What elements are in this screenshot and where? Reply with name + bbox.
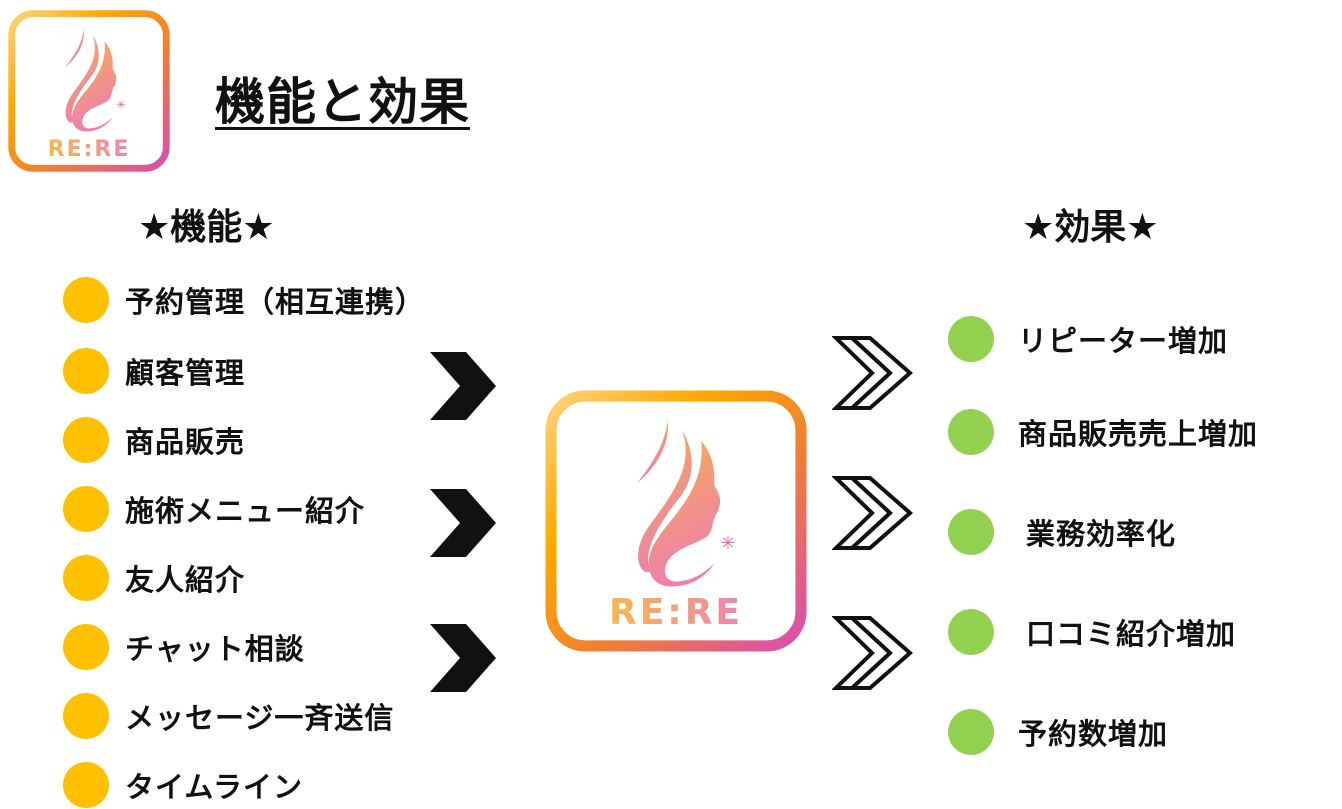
double-chevron-right-icon (832, 616, 914, 690)
effect-item: 予約数増加 (948, 708, 1168, 756)
chevron-right-icon (430, 489, 496, 557)
effect-label: リピーター増加 (1018, 324, 1229, 358)
chevron-right-icon (430, 352, 496, 420)
feature-label: 友人紹介 (125, 563, 246, 597)
effect-label: 業務効率化 (1026, 517, 1177, 551)
feature-item: 友人紹介 (63, 554, 245, 602)
bullet-dot (948, 509, 994, 555)
bullet-dot (63, 277, 109, 323)
effect-label: 口コミ紹介増加 (1026, 617, 1237, 651)
features-heading: ★機能★ (138, 207, 275, 248)
bullet-dot (63, 417, 109, 463)
feature-label: チャット相談 (125, 632, 305, 666)
bullet-dot (948, 409, 994, 455)
feature-item: タイムライン (63, 761, 303, 809)
feature-item: 施術メニュー紹介 (63, 485, 365, 533)
effect-item: 業務効率化 (948, 508, 1176, 556)
feature-label: 顧客管理 (125, 356, 246, 390)
bullet-dot (948, 609, 994, 655)
bullet-dot (63, 486, 109, 532)
bullet-dot (948, 709, 994, 755)
bullet-dot (63, 762, 109, 808)
bullet-dot (63, 555, 109, 601)
feature-item: チャット相談 (63, 623, 305, 671)
feature-label: タイムライン (125, 770, 303, 804)
effect-label: 予約数増加 (1018, 717, 1169, 751)
effect-item: リピーター増加 (948, 315, 1228, 363)
svg-text:RE:RE: RE:RE (609, 592, 743, 633)
feature-label: 施術メニュー紹介 (125, 494, 366, 528)
app-logo-top: RE:RE (8, 10, 170, 172)
app-logo-center: RE:RE (545, 390, 807, 652)
feature-item: 顧客管理 (63, 347, 245, 395)
feature-label: 予約管理（相互連携） (125, 285, 426, 319)
bullet-dot (63, 693, 109, 739)
bullet-dot (948, 316, 994, 362)
double-chevron-right-icon (832, 336, 914, 410)
feature-label: メッセージ一斉送信 (125, 701, 395, 735)
feature-item: 商品販売 (63, 416, 245, 464)
effects-heading: ★効果★ (1022, 207, 1159, 248)
chevron-right-icon (430, 624, 496, 692)
effect-label: 商品販売売上増加 (1018, 417, 1259, 451)
effect-item: 口コミ紹介増加 (948, 608, 1236, 656)
svg-text:RE:RE: RE:RE (48, 137, 131, 162)
double-chevron-right-icon (832, 476, 914, 550)
feature-label: 商品販売 (125, 425, 246, 459)
feature-item: メッセージ一斉送信 (63, 692, 394, 740)
bullet-dot (63, 348, 109, 394)
bullet-dot (63, 624, 109, 670)
feature-item: 予約管理（相互連携） (63, 276, 425, 324)
page-title: 機能と効果 (215, 73, 470, 131)
effect-item: 商品販売売上増加 (948, 408, 1258, 456)
